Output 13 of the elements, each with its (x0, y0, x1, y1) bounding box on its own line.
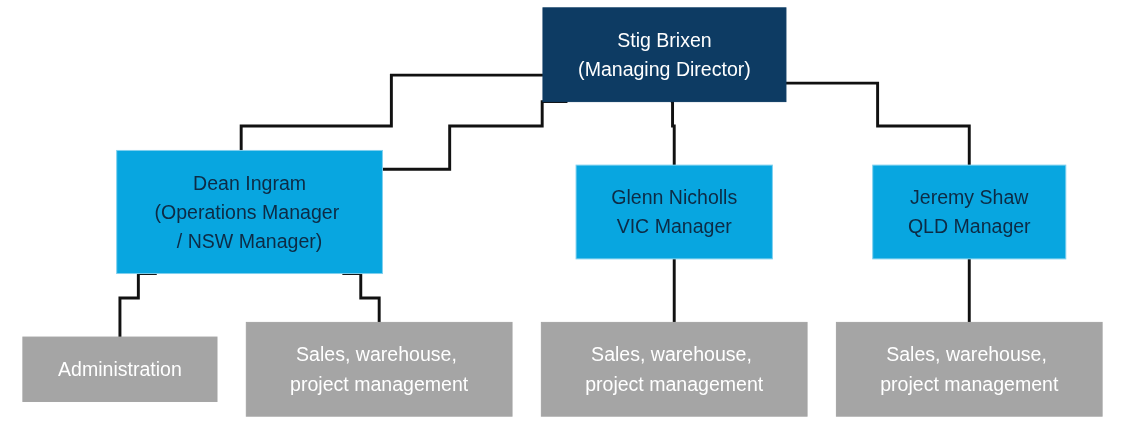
connector (672, 257, 676, 324)
node-box: Administration (22, 336, 218, 402)
node-box: Dean Ingram (Operations Manager / NSW Manager) (116, 149, 383, 275)
connector (239, 73, 543, 152)
node-box: Sales, warehouse, project management (245, 321, 513, 417)
connector (967, 257, 971, 324)
node-box: Stig Brixen (Managing Director) (542, 7, 787, 103)
connector (785, 81, 971, 167)
node-box: Jeremy Shaw QLD Manager (872, 164, 1067, 260)
node-box: Sales, warehouse, project management (540, 321, 808, 417)
node-box: Glenn Nicholls VIC Manager (575, 164, 773, 260)
connector (670, 100, 676, 167)
node-box: Sales, warehouse, project management (835, 321, 1103, 417)
